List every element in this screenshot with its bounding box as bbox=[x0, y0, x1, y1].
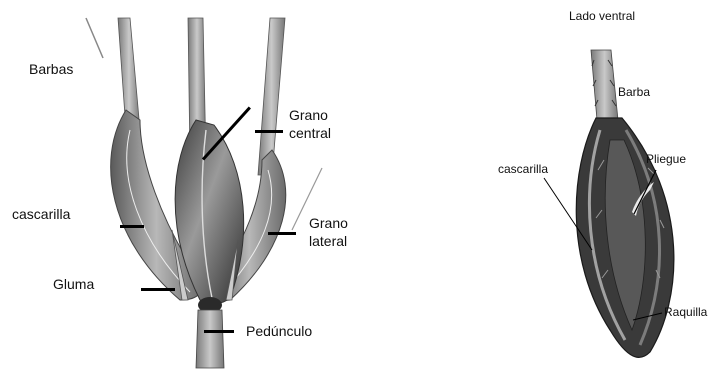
label-barba: Barba bbox=[618, 85, 650, 99]
label-raquilla: Raquilla bbox=[664, 305, 709, 319]
leader-cascarilla-right bbox=[544, 178, 592, 250]
label-cascarilla-right: cascarilla bbox=[498, 162, 548, 176]
kernel-title: Lado ventral bbox=[569, 9, 635, 23]
leader-raquilla bbox=[633, 313, 662, 320]
label-pliegue: Pliegue bbox=[646, 152, 686, 166]
leader-pliegue bbox=[634, 170, 656, 214]
